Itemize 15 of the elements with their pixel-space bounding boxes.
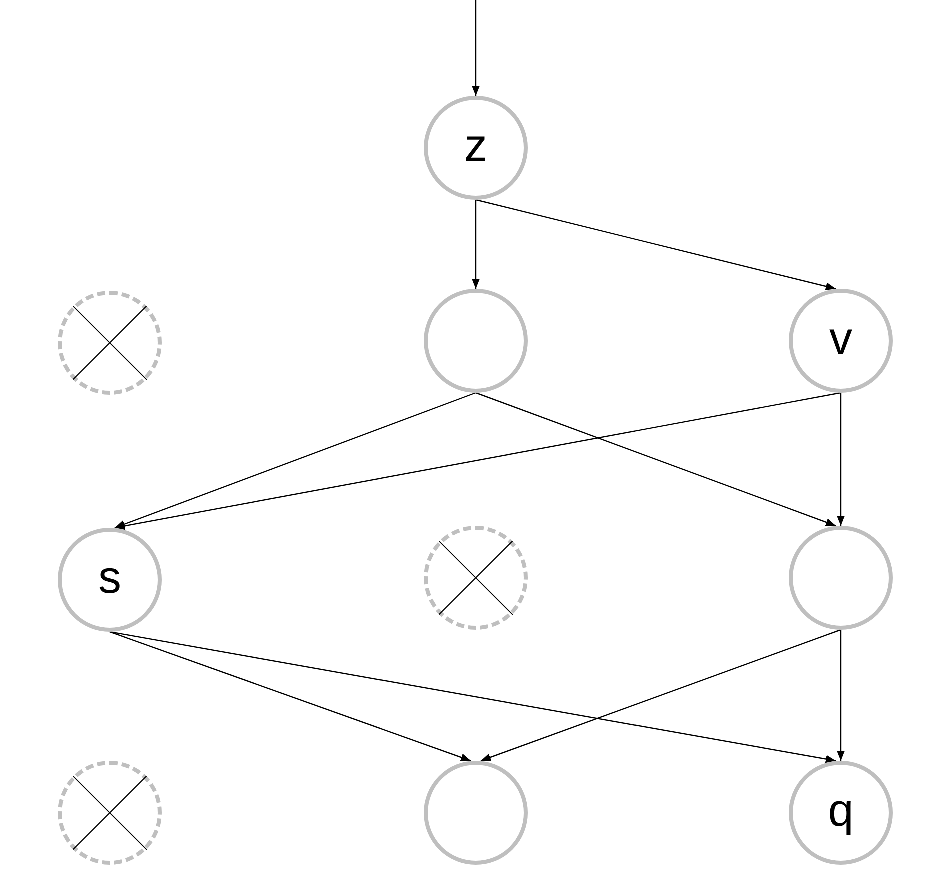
- node-label: s: [98, 554, 122, 600]
- node-label: v: [830, 315, 852, 361]
- arrow: [476, 199, 836, 290]
- arrow: [110, 631, 472, 762]
- arrow: [114, 392, 476, 529]
- arrow: [476, 392, 836, 527]
- arrow: [472, 0, 480, 96]
- node-label: q: [828, 787, 854, 833]
- arrow: [110, 631, 836, 764]
- arrow: [837, 630, 845, 761]
- node-label: z: [464, 122, 488, 168]
- arrow: [472, 200, 480, 289]
- arrow: [114, 392, 842, 530]
- arrow: [837, 393, 845, 526]
- arrow: [480, 629, 842, 762]
